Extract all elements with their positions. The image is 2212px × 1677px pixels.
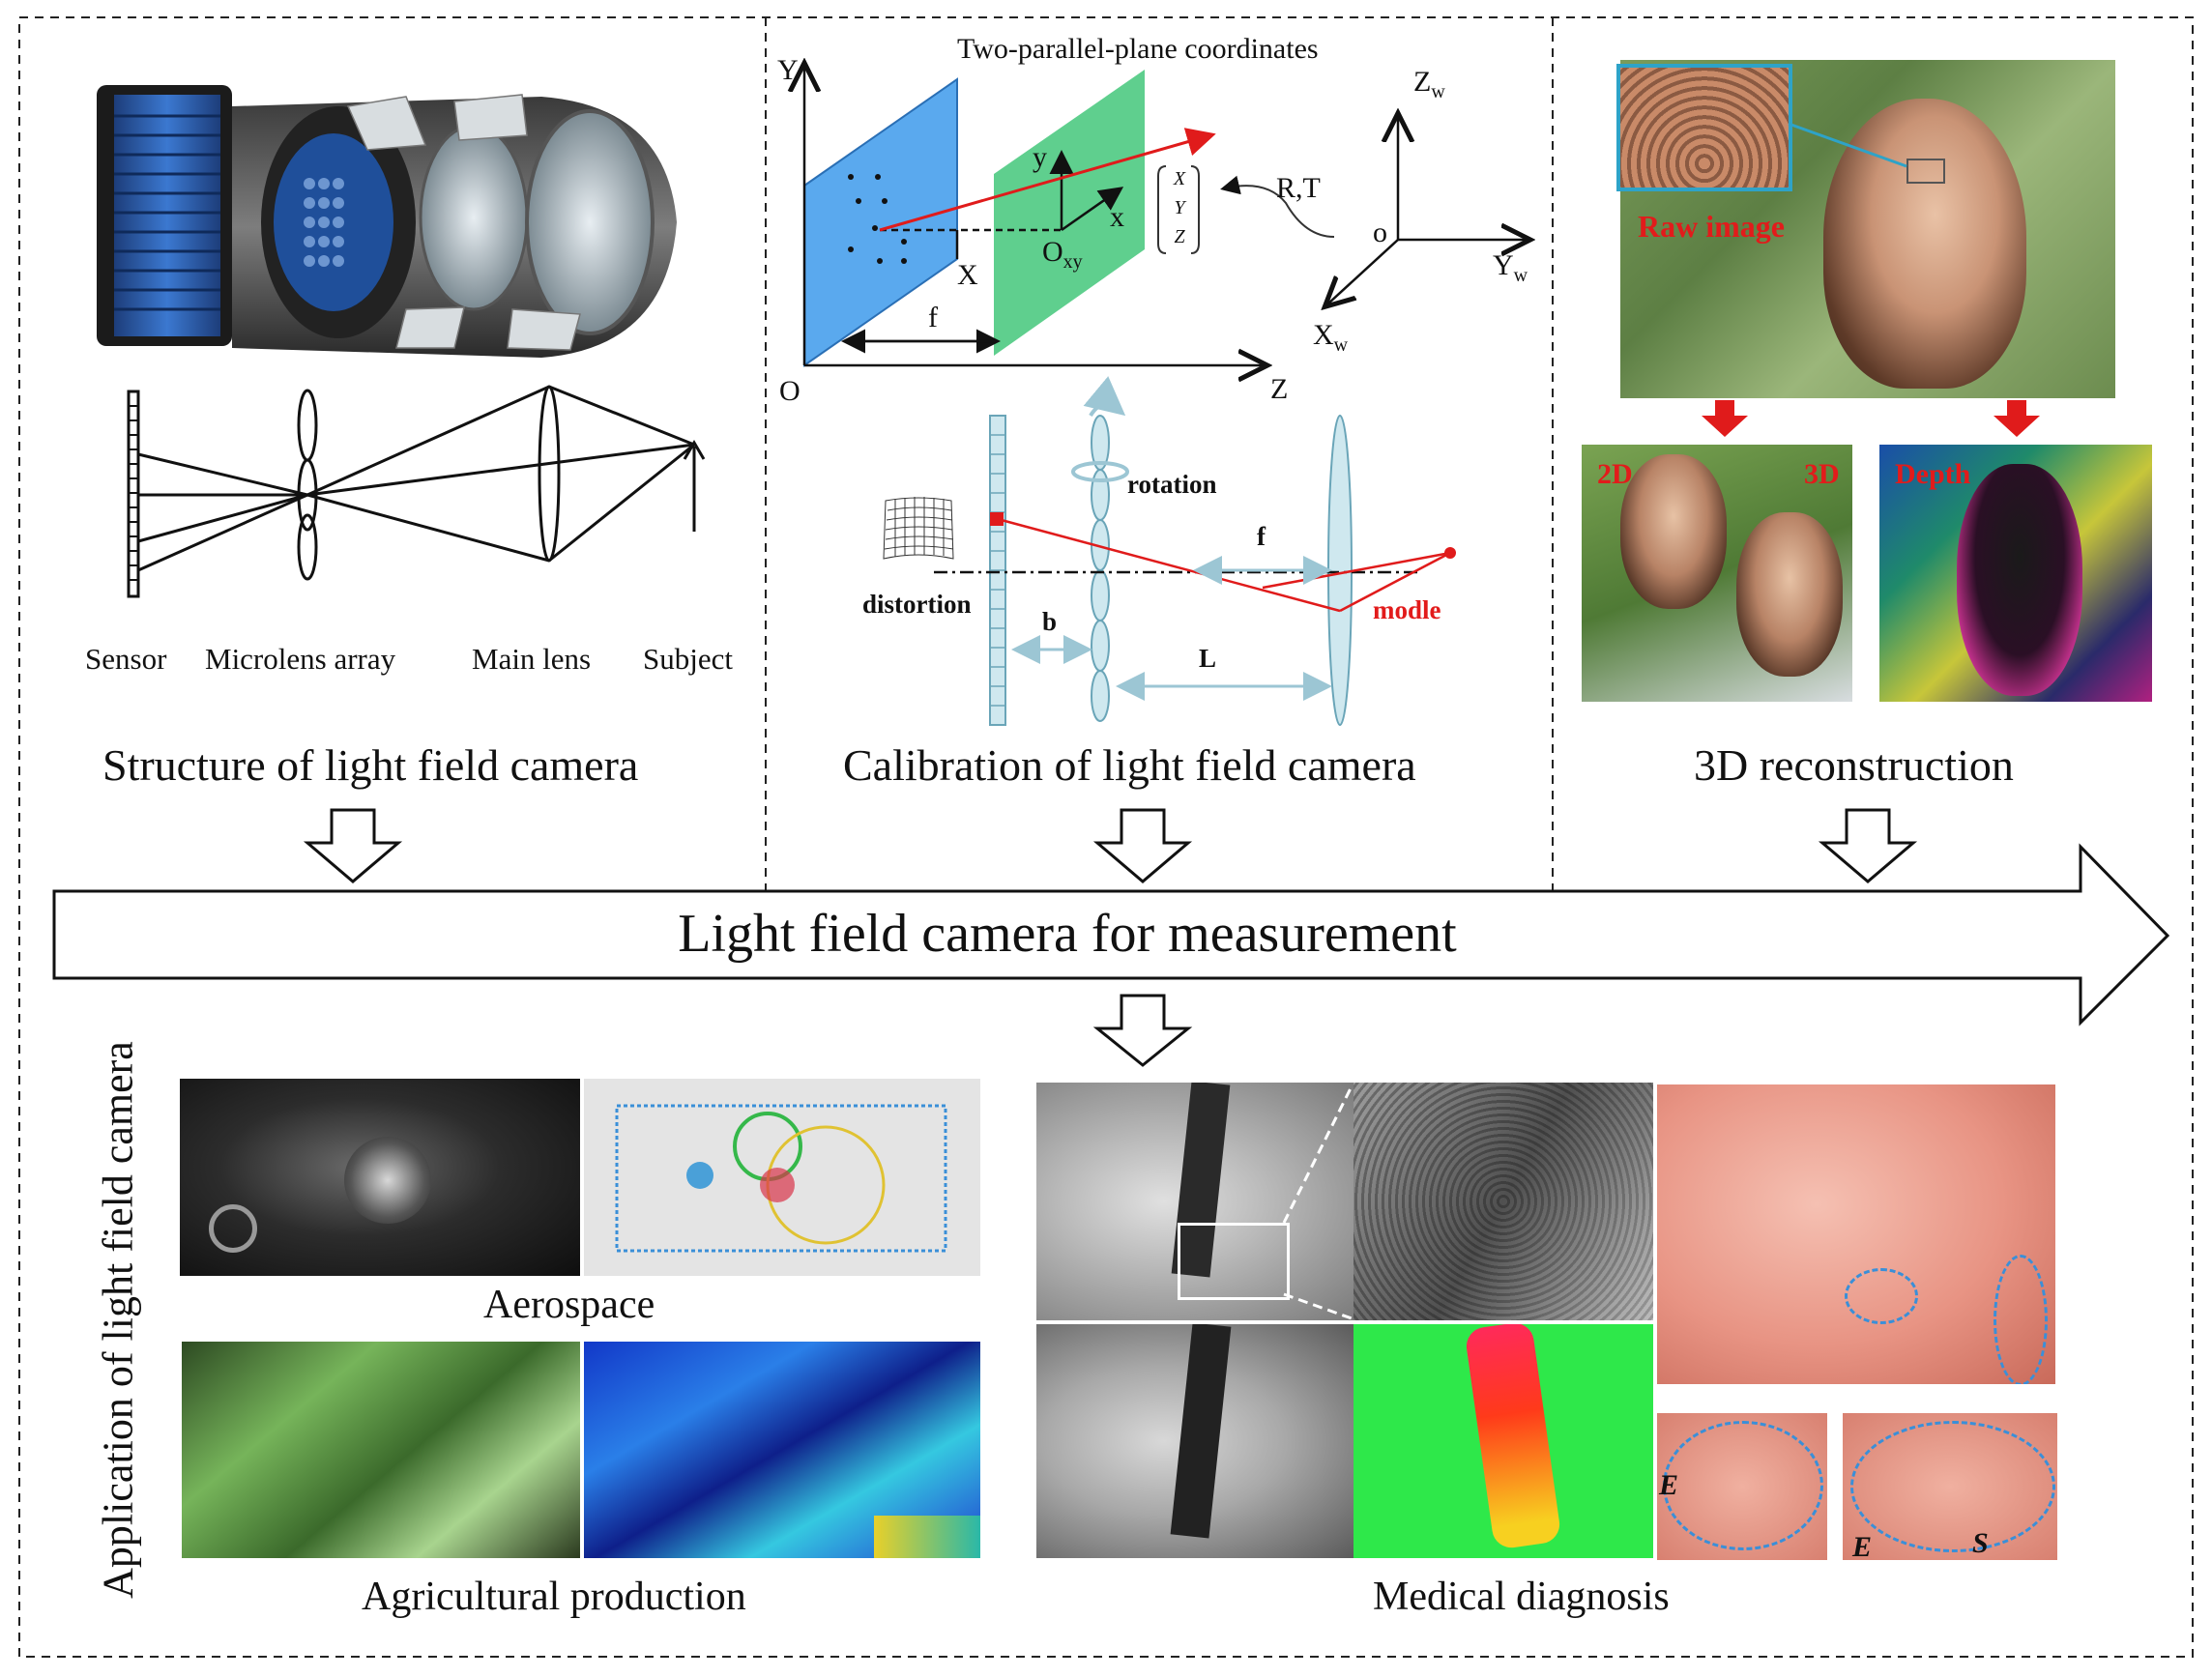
agriculture-label: Agricultural production [362,1575,746,1619]
aerospace-label: Aerospace [483,1283,655,1327]
down-arrow-2 [1092,808,1193,883]
rotation-label: rotation [1127,470,1217,499]
down-arrow-4 [1092,994,1193,1067]
banner-text: Light field camera for measurement [678,904,1457,964]
medical-gray-1 [1036,1083,1355,1320]
label-sensor: Sensor [85,642,167,676]
aerospace-edge-image [584,1079,980,1276]
world-y-label: Yw [1493,249,1528,286]
agriculture-photo [182,1342,580,1558]
origin-oxy-label: Oxy [1042,236,1083,273]
medical-suture-detail-1 [1657,1413,1827,1560]
3d-label: 3D [1804,458,1840,490]
coord-title: Two-parallel-plane coordinates [957,33,1319,65]
axis-y-label: y [1033,141,1047,173]
rt-label: R,T [1276,172,1321,204]
medical-label: Medical diagnosis [1373,1575,1670,1619]
label-microlens-array: Microlens array [205,642,396,676]
world-z-label: Zw [1413,66,1445,102]
axis-Y-label: Y [777,54,799,86]
f-label: f [928,302,938,333]
depth-image [1879,445,2152,702]
E-label-2: E [1852,1531,1873,1563]
medical-microlens-zoom [1353,1083,1653,1320]
depth-label: Depth [1895,458,1971,490]
structure-title: Structure of light field camera [102,740,639,790]
distortion-label: distortion [862,590,972,619]
world-x-label: Xw [1313,319,1349,356]
modle-label: modle [1373,595,1441,624]
medical-depth-map [1353,1324,1653,1558]
label-subject: Subject [643,642,733,676]
down-arrow-3 [1818,808,1918,883]
2d-3d-image [1582,445,1852,702]
medical-gray-2 [1036,1324,1355,1558]
axis-O-label: O [779,375,800,407]
zoom-source-box [1906,159,1945,184]
calibration-title: Calibration of light field camera [843,740,1416,790]
down-arrow-1 [303,808,403,883]
lower-f-label: f [1257,522,1266,551]
label-main-lens: Main lens [472,642,592,676]
world-o-label: o [1373,217,1387,248]
2d-label: 2D [1597,458,1633,490]
raw-image-label: Raw image [1638,209,1785,244]
S-label: S [1972,1527,1989,1559]
medical-suture-detail-2 [1843,1413,2057,1560]
axis-X-label: X [957,259,978,291]
banner-arrow [52,843,2170,1026]
E-label-1: E [1659,1469,1679,1501]
aerospace-gray-image [180,1079,580,1276]
axis-Z-label: Z [1270,373,1289,405]
medical-suture-photo [1657,1084,2055,1384]
agriculture-depth-map [584,1342,980,1558]
reconstruction-title: 3D reconstruction [1694,740,2014,790]
b-label: b [1042,607,1058,636]
axis-x-label: x [1110,201,1124,233]
L-label: L [1199,644,1217,673]
raw-zoom-inset [1616,64,1792,191]
